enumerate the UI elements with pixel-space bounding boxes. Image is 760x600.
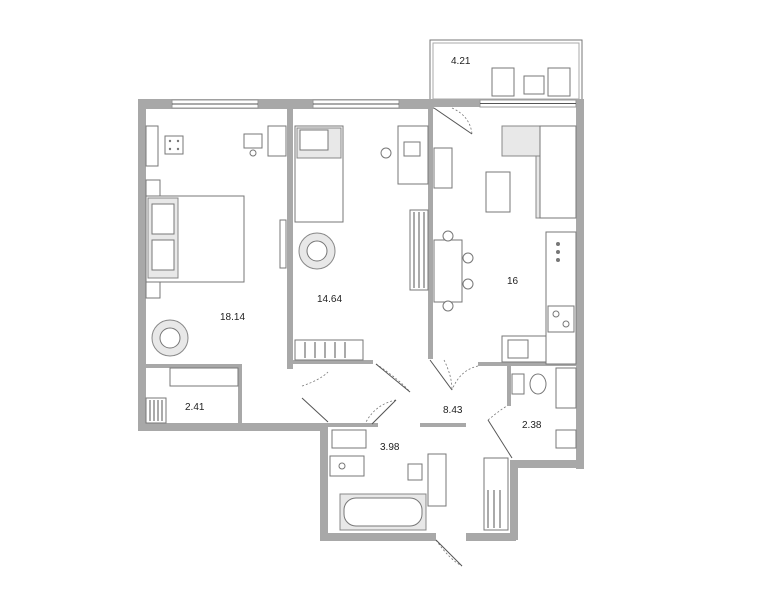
bedroom-1-furniture: [145, 125, 287, 424]
balcony-furniture: [491, 67, 571, 97]
area-label-bedroom-2: 14.64: [317, 294, 342, 305]
toilet-furniture: [483, 367, 577, 531]
area-label-bedroom-1: 18.14: [220, 312, 245, 323]
area-label-kitchen-living: 16: [507, 276, 519, 287]
area-label-balcony: 4.21: [451, 56, 471, 67]
bathroom-furniture: [329, 429, 447, 531]
room-labels: 18.14 14.64 16 4.21 8.43 2.41 3.98 2.38: [185, 56, 542, 453]
area-label-hall: 8.43: [443, 405, 463, 416]
area-label-toilet: 2.38: [522, 420, 542, 431]
windows: [171, 99, 577, 109]
area-label-bathroom: 3.98: [380, 442, 400, 453]
door-swings: [301, 107, 513, 567]
area-label-storage: 2.41: [185, 402, 205, 413]
interior-walls: [146, 109, 576, 427]
bedroom-2-furniture: [294, 125, 429, 361]
kitchen-living-furniture: [433, 125, 577, 365]
